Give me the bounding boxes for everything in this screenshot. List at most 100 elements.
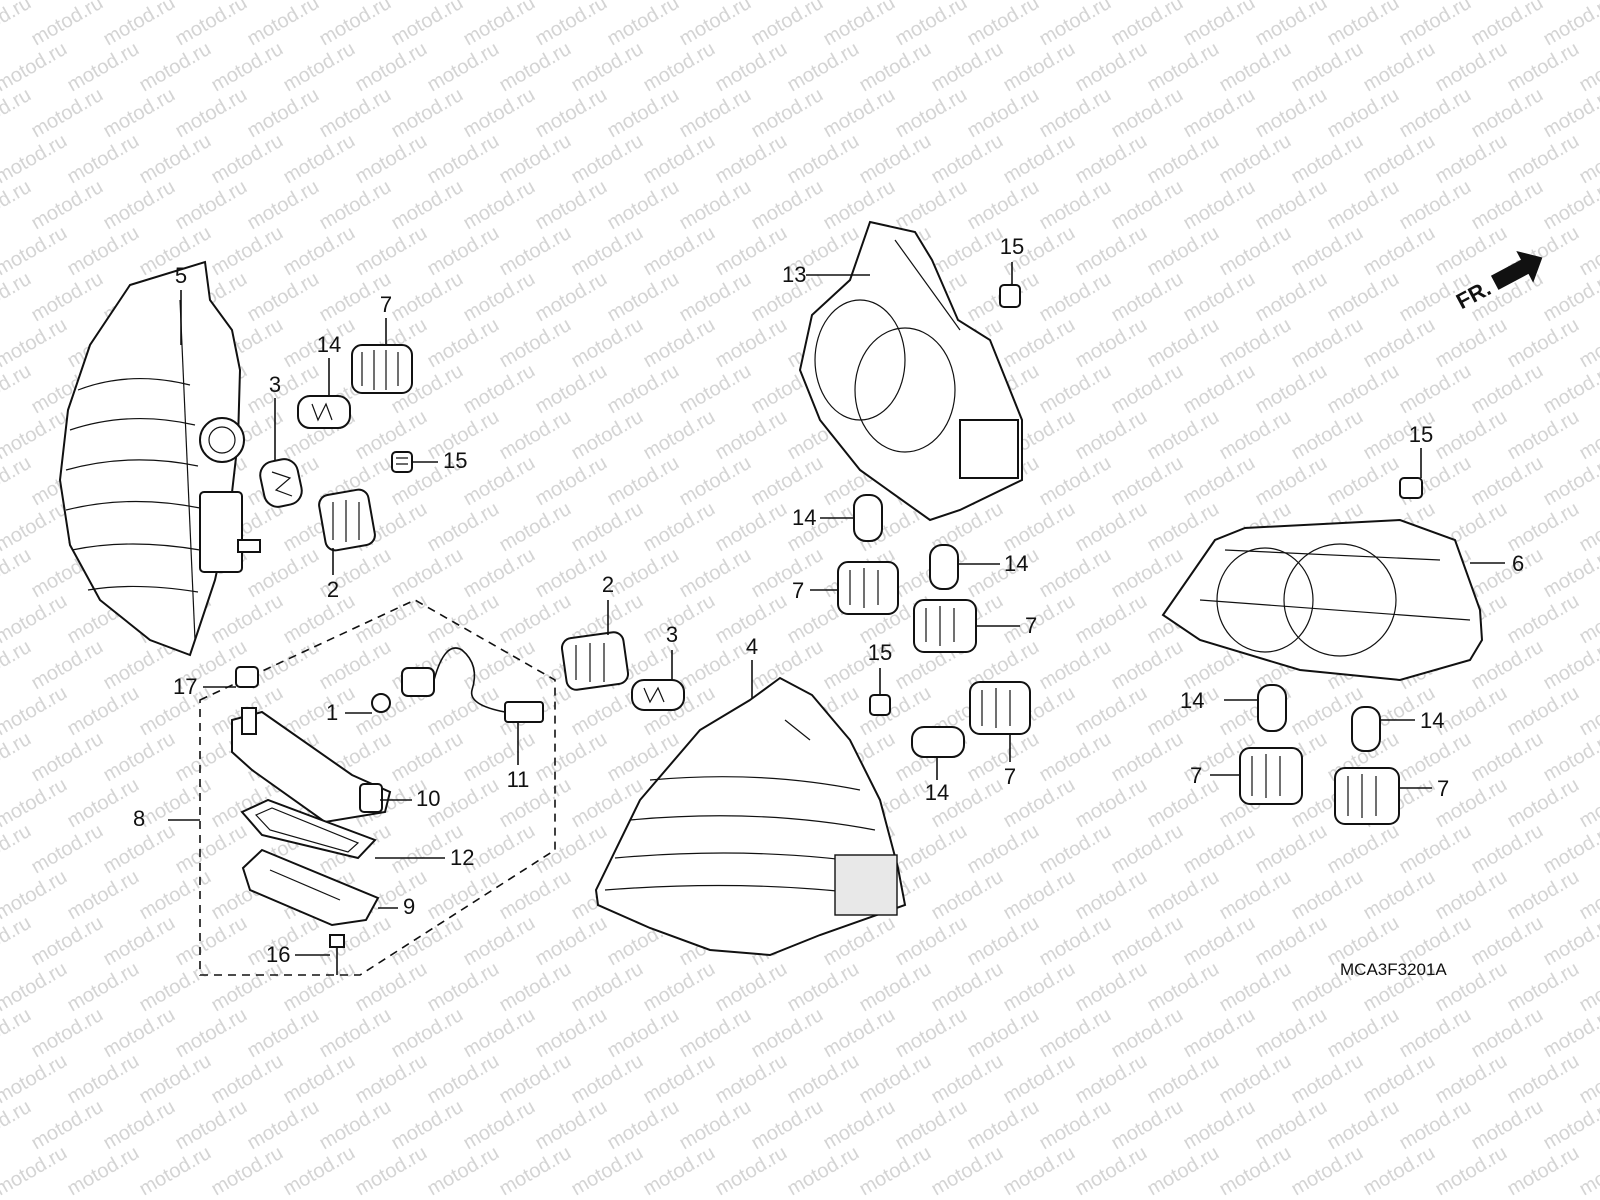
watermark-text: motod.ru <box>208 130 287 189</box>
callout-16: 16 <box>266 942 290 967</box>
watermark-text: motod.ru <box>1432 406 1511 465</box>
watermark-text: motod.ru <box>1288 130 1367 189</box>
watermark-text: motod.ru <box>352 1142 431 1200</box>
watermark-text: motod.ru <box>1252 1096 1331 1155</box>
watermark-text: motod.ru <box>1036 728 1115 787</box>
watermark-text: motod.ru <box>64 866 143 925</box>
watermark-text: motod.ru <box>1288 222 1367 281</box>
watermark-text: motod.ru <box>1360 1142 1439 1200</box>
watermark-text: motod.ru <box>1396 820 1475 879</box>
watermark-text: motod.ru <box>1252 452 1331 511</box>
watermark-text: motod.ru <box>748 544 827 603</box>
watermark-text: motod.ru <box>1468 728 1547 787</box>
watermark-text: motod.ru <box>928 958 1007 1017</box>
watermark-text: motod.ru <box>640 590 719 649</box>
watermark-text: motod.ru <box>1072 1142 1151 1200</box>
watermark-text: motod.ru <box>1072 38 1151 97</box>
watermark-text: motod.ru <box>640 1142 719 1200</box>
watermark-text: motod.ru <box>28 1004 107 1063</box>
watermark-text: motod.ru <box>532 176 611 235</box>
watermark-text: motod.ru <box>712 958 791 1017</box>
watermark-text: motod.ru <box>1468 1004 1547 1063</box>
watermark-text: motod.ru <box>604 0 683 50</box>
watermark-text: motod.ru <box>640 1050 719 1109</box>
watermark-text: motod.ru <box>100 912 179 971</box>
watermark-text: motod.ru <box>28 636 107 695</box>
part-2-socket-a <box>318 488 376 552</box>
callout-14: 14 <box>317 332 341 357</box>
watermark-text: motod.ru <box>640 498 719 557</box>
watermark-text: motod.ru <box>280 590 359 649</box>
watermark-text: motod.ru <box>1396 0 1475 50</box>
watermark-text: motod.ru <box>568 130 647 189</box>
watermark-text: motod.ru <box>1468 820 1547 879</box>
watermark-text: motod.ru <box>1432 314 1511 373</box>
watermark-text: motod.ru <box>1288 1142 1367 1200</box>
watermark-text: motod.ru <box>1072 130 1151 189</box>
callout-6: 6 <box>1512 551 1524 576</box>
watermark-text: motod.ru <box>1072 498 1151 557</box>
watermark-text: motod.ru <box>1000 958 1079 1017</box>
watermark-text: motod.ru <box>460 268 539 327</box>
watermark-text: motod.ru <box>64 682 143 741</box>
watermark-text: motod.ru <box>604 84 683 143</box>
watermark-text: motod.ru <box>424 958 503 1017</box>
part-7-socket-d <box>969 681 1031 735</box>
watermark-text: motod.ru <box>496 314 575 373</box>
watermark-text: motod.ru <box>532 1004 611 1063</box>
watermark-text: motod.ru <box>1504 130 1583 189</box>
watermark-text: motod.ru <box>1108 268 1187 327</box>
watermark-text: motod.ru <box>1180 176 1259 235</box>
watermark-text: motod.ru <box>1432 1142 1511 1200</box>
watermark-text: motod.ru <box>1072 222 1151 281</box>
watermark-text: motod.ru <box>1180 1004 1259 1063</box>
part-17-nut <box>235 666 259 688</box>
watermark-text: motod.ru <box>1468 912 1547 971</box>
watermark-text: motod.ru <box>604 268 683 327</box>
watermark-text: motod.ru <box>460 1096 539 1155</box>
watermark-text: motod.ru <box>352 590 431 649</box>
watermark-text: motod.ru <box>100 176 179 235</box>
watermark-text: motod.ru <box>748 84 827 143</box>
watermark-text: motod.ru <box>712 406 791 465</box>
part-14-bulb-d <box>911 726 965 758</box>
watermark-text: motod.ru <box>640 38 719 97</box>
watermark-text: motod.ru <box>424 1142 503 1200</box>
watermark-text: motod.ru <box>1144 314 1223 373</box>
watermark-text: motod.ru <box>1180 912 1259 971</box>
watermark-text: motod.ru <box>352 38 431 97</box>
callout-7: 7 <box>1025 613 1037 638</box>
watermark-text: motod.ru <box>424 222 503 281</box>
watermark-text: motod.ru <box>352 222 431 281</box>
watermark-text: motod.ru <box>748 176 827 235</box>
callout-9: 9 <box>403 894 415 919</box>
callout-14: 14 <box>792 505 816 530</box>
watermark-text: motod.ru <box>172 912 251 971</box>
callout-5: 5 <box>175 263 187 288</box>
watermark-text: motod.ru <box>712 498 791 557</box>
watermark-text: motod.ru <box>280 222 359 281</box>
watermark-text: motod.ru <box>1036 912 1115 971</box>
watermark-text: motod.ru <box>1252 1004 1331 1063</box>
part-14-bulb-c <box>929 544 959 590</box>
callout-14: 14 <box>925 780 949 805</box>
watermark-text: motod.ru <box>1468 360 1547 419</box>
watermark-text: motod.ru <box>1576 774 1600 833</box>
watermark-text: motod.ru <box>820 1096 899 1155</box>
callout-12: 12 <box>450 845 474 870</box>
watermark-text: motod.ru <box>1288 866 1367 925</box>
watermark-text: motod.ru <box>676 268 755 327</box>
watermark-text: motod.ru <box>1288 406 1367 465</box>
watermark-text: motod.ru <box>280 130 359 189</box>
watermark-text: motod.ru <box>1108 820 1187 879</box>
watermark-text: motod.ru <box>1144 958 1223 1017</box>
watermark-text: motod.ru <box>1072 774 1151 833</box>
watermark-text: motod.ru <box>964 912 1043 971</box>
watermark-text: motod.ru <box>712 130 791 189</box>
watermark-text: motod.ru <box>1360 222 1439 281</box>
callout-15: 15 <box>1000 234 1024 259</box>
watermark-text: motod.ru <box>1216 866 1295 925</box>
watermark-text: motod.ru <box>1324 1004 1403 1063</box>
watermark-text: motod.ru <box>280 958 359 1017</box>
watermark-text: motod.ru <box>1504 498 1583 557</box>
